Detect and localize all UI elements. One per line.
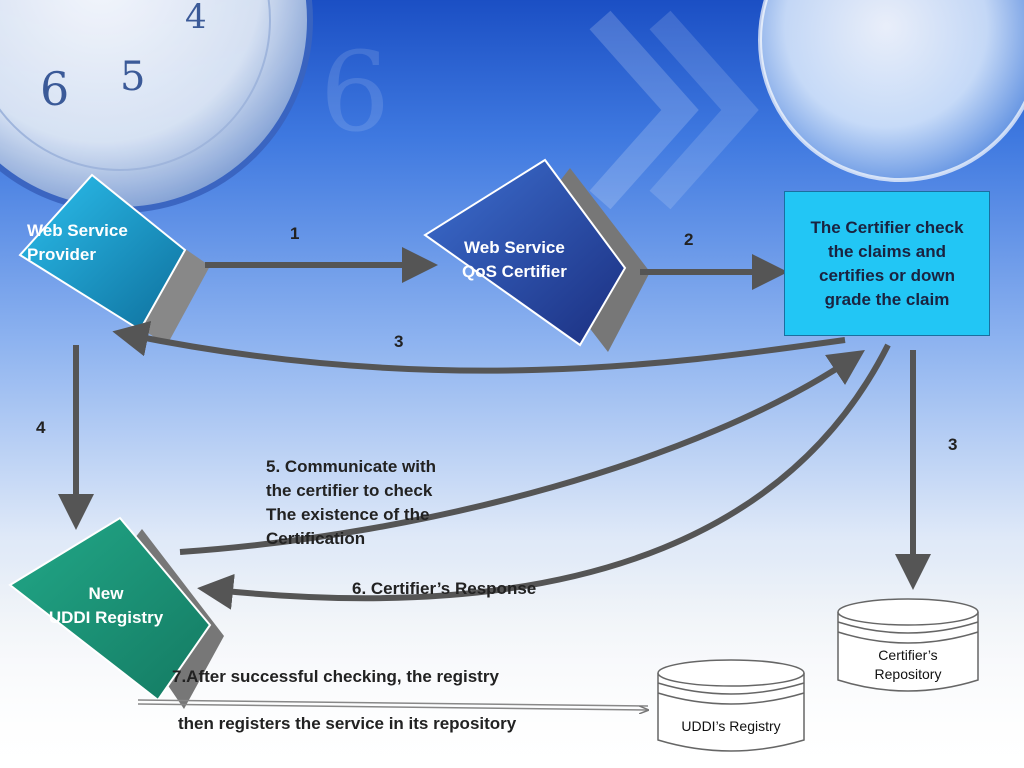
edge-label-3-back: 3 [394,332,404,351]
qos-certifier-label: Web Service QoS Certifier [462,238,567,281]
edge-label-6: 6. Certifier’s Response [352,579,537,598]
lens-decoration [760,0,1024,180]
uddi-registry-db [657,659,805,752]
edge-label-5: 5. Communicate with the certifier to che… [266,457,437,548]
edge-label-2: 2 [684,230,694,249]
edge-label-7-line2: then registers the service in its reposi… [178,714,517,733]
arrow-7 [137,699,648,710]
uddi-registry-label: UDDI’s Registry [681,718,781,734]
edge-label-1: 1 [290,224,300,243]
certifier-repository-label: Certifier’s Repository [874,647,942,682]
certifier-check-label: The Certifier check the claims and certi… [810,217,964,309]
svg-text:4: 4 [185,0,207,37]
edge-label-3-down: 3 [948,435,958,454]
certifier-repository-db [837,598,979,692]
qos-certifier-node [423,158,650,352]
certifier-check-node: The Certifier check the claims and certi… [784,191,990,336]
registry-label: New UDDI Registry [48,584,164,627]
provider-label: Web Service Provider [27,221,128,264]
edge-label-7-line1: 7.After successful checking, the registr… [172,667,499,686]
edge-label-4: 4 [36,418,46,437]
arrow-3-back [112,320,846,374]
arrow-6 [197,343,891,610]
svg-text:6: 6 [320,28,390,156]
arrow-5 [179,350,865,555]
svg-text:5: 5 [120,54,145,100]
svg-text:6: 6 [40,62,69,116]
